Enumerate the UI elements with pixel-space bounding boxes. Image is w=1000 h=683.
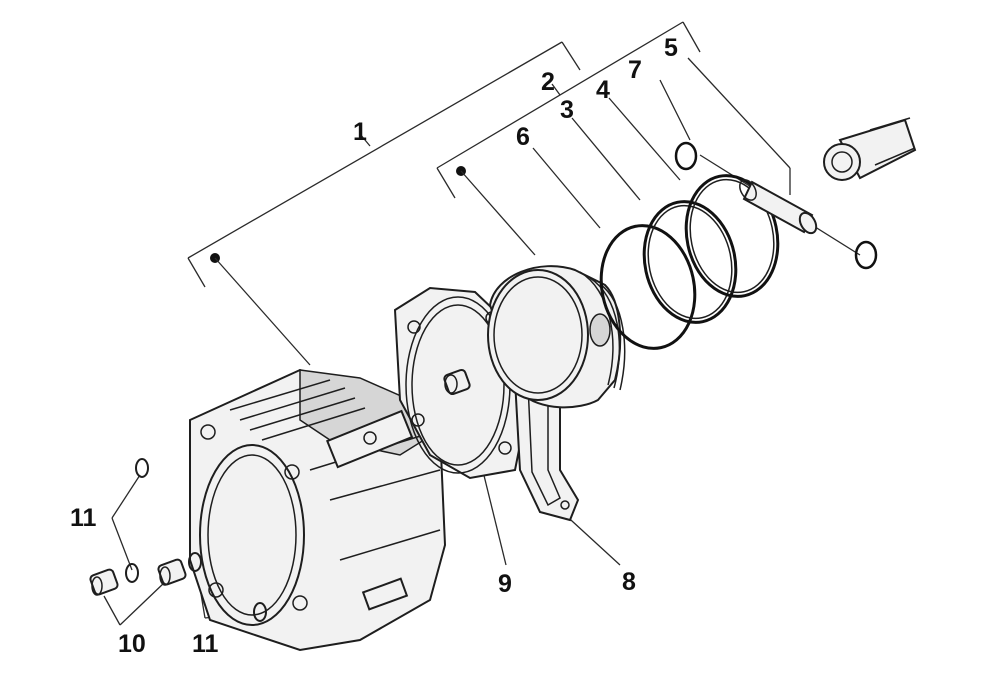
callout-11a: 11 <box>70 504 97 532</box>
piston-ring-6 <box>599 224 697 350</box>
dowel-pin <box>443 368 471 396</box>
bush-10-left <box>89 568 119 596</box>
group-bracket-1 <box>187 41 581 366</box>
washer-11-b <box>125 563 139 583</box>
piston-ring-3 <box>642 200 738 324</box>
connecting-rod <box>823 117 917 181</box>
callout-1: 1 <box>353 118 367 146</box>
washer-11-c <box>188 552 202 572</box>
callout-6: 6 <box>516 123 530 151</box>
callout-5: 5 <box>664 34 678 62</box>
bush-10-right <box>157 558 187 586</box>
callout-10: 10 <box>118 630 146 658</box>
washer-11-d <box>253 602 267 622</box>
callout-8: 8 <box>622 568 636 596</box>
callout-7: 7 <box>628 56 642 84</box>
piston <box>487 265 626 409</box>
callout-2: 2 <box>541 68 555 96</box>
callout-3: 3 <box>560 96 574 124</box>
callout-11b: 11 <box>192 630 219 658</box>
callout-4: 4 <box>596 76 610 104</box>
group-bracket-2 <box>436 21 701 256</box>
washer-11-a <box>135 458 149 478</box>
callout-9: 9 <box>498 570 512 598</box>
piston-ring-4 <box>684 174 780 298</box>
circlip-7-lower <box>854 240 878 270</box>
cylinder-block <box>189 368 447 652</box>
circlip-7-upper <box>674 141 698 171</box>
piston-pin <box>739 179 818 235</box>
